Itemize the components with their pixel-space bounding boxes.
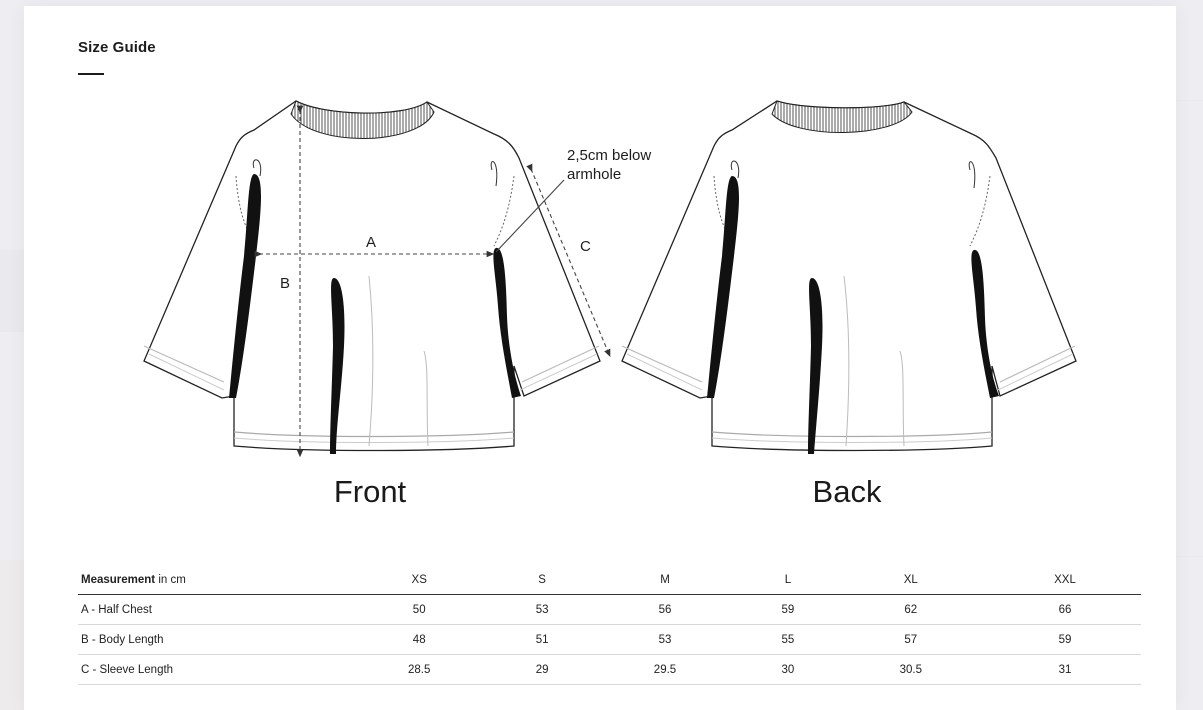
table-cell: 51 [497, 624, 587, 655]
table-cell: 62 [832, 594, 989, 625]
table-header-row: Measurement in cm XS S M L XL XXL [78, 566, 1141, 595]
table-cell: 55 [743, 624, 833, 655]
measurement-unit: in cm [155, 574, 186, 586]
table-cell: 30 [743, 654, 833, 685]
size-header: XL [832, 566, 989, 595]
row-label: B - Body Length [78, 624, 341, 655]
table-row: A - Half Chest 50 53 56 59 62 66 [78, 594, 1141, 625]
table-cell: 66 [989, 594, 1141, 625]
table-cell: 50 [341, 594, 498, 625]
measure-label-c: C [580, 238, 591, 255]
measurement-header-label: Measurement [81, 574, 156, 586]
front-tee [143, 100, 611, 458]
back-view-label: Back [812, 474, 882, 509]
measure-label-b: B [280, 275, 291, 292]
size-header: M [586, 566, 744, 595]
size-header: XS [341, 566, 498, 595]
table-cell: 31 [989, 654, 1141, 685]
armhole-note: 2,5cm below armhole [567, 147, 652, 183]
table-cell: 48 [341, 624, 498, 655]
garment-diagram: 2,5cm below armhole A B C Front Back [24, 6, 1176, 546]
size-header: XXL [989, 566, 1141, 595]
table-cell: 29.5 [586, 654, 744, 685]
table-cell: 28.5 [341, 654, 498, 685]
table-cell: 59 [743, 594, 833, 625]
table-row: C - Sleeve Length 28.5 29 29.5 30 30.5 3… [78, 654, 1141, 685]
table-cell: 56 [586, 594, 744, 625]
table-cell: 53 [497, 594, 587, 625]
row-label: C - Sleeve Length [78, 654, 341, 685]
title-underline [78, 73, 104, 75]
measurement-header: Measurement in cm [78, 566, 341, 595]
table-row: B - Body Length 48 51 53 55 57 59 [78, 624, 1141, 655]
table-cell: 57 [832, 624, 989, 655]
measure-label-a: A [366, 234, 377, 251]
size-header: S [497, 566, 587, 595]
size-guide-modal: Size Guide [24, 6, 1176, 710]
table-cell: 53 [586, 624, 744, 655]
row-label: A - Half Chest [78, 594, 341, 625]
front-view-label: Front [333, 474, 407, 509]
size-header: L [743, 566, 833, 595]
garment-illustration [143, 100, 1077, 458]
table-cell: 29 [497, 654, 587, 685]
size-table: Measurement in cm XS S M L XL XXL A - Ha… [78, 566, 1141, 685]
modal-title: Size Guide [78, 39, 156, 56]
table-cell: 59 [989, 624, 1141, 655]
table-cell: 30.5 [832, 654, 989, 685]
back-tee [621, 100, 1077, 454]
